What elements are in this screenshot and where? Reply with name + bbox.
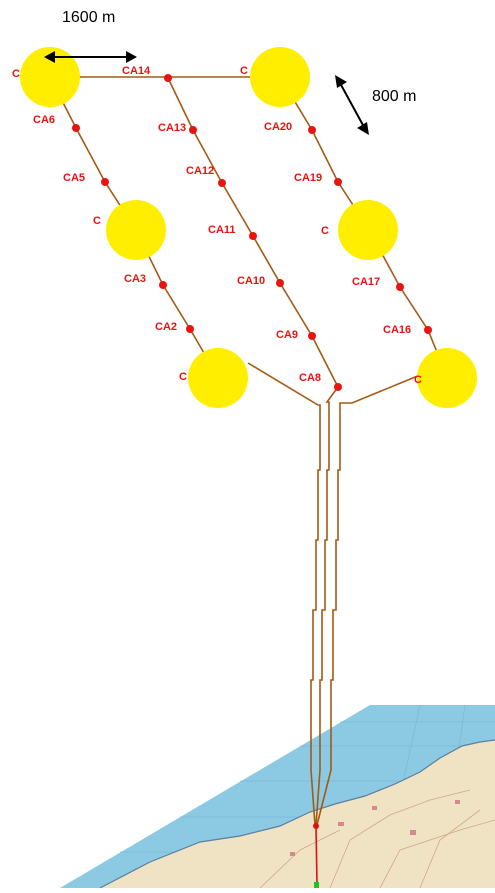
export-cables [247, 362, 421, 826]
basemap [60, 704, 495, 889]
label-ca10: CA10 [237, 275, 266, 287]
station-ca20 [308, 126, 316, 134]
station-ca9 [308, 332, 316, 340]
label-ca6: CA6 [33, 114, 56, 126]
label-partial-se: C [414, 374, 422, 386]
station-ca11 [249, 232, 257, 240]
scale-arrow-diagonal [339, 82, 365, 128]
arrowhead-down-icon [357, 122, 369, 135]
label-ca14: CA14 [122, 65, 151, 77]
station-ca8 [334, 383, 342, 391]
land-features [259, 789, 495, 889]
platform-sw [188, 348, 248, 408]
station-ca2 [186, 325, 194, 333]
station-ca13 [189, 126, 197, 134]
label-partial-nw: C [12, 68, 20, 80]
station-ca6 [72, 124, 80, 132]
label-ca8: CA8 [299, 372, 322, 384]
label-ca12: CA12 [186, 165, 215, 177]
label-partial-east-mid: C [321, 225, 329, 237]
label-partial-ne: C [240, 65, 248, 77]
label-ca3: CA3 [124, 273, 147, 285]
arrowhead-left-icon [44, 51, 55, 63]
landing-cable [315, 825, 318, 886]
label-ca11: CA11 [208, 224, 236, 236]
label-ca9: CA9 [276, 329, 299, 341]
land-area [100, 740, 495, 888]
platform-nw [20, 47, 80, 107]
platform-ne [250, 47, 310, 107]
scale-arrows [44, 51, 369, 135]
station-ca17 [396, 283, 404, 291]
label-ca13: CA13 [158, 122, 187, 134]
station-ca14 [164, 74, 172, 82]
label-partial-west-mid: C [93, 215, 101, 227]
arrowhead-right-icon [126, 51, 137, 63]
export-cable-right [316, 374, 421, 826]
station-ca12 [218, 179, 226, 187]
coastline [99, 739, 495, 889]
station-ca5 [101, 178, 109, 186]
scale-label-diagonal: 800 m [372, 88, 417, 105]
label-ca19: CA19 [294, 172, 323, 184]
label-ca16: CA16 [383, 324, 412, 336]
landfall-marker [314, 882, 319, 888]
platform-east-mid [338, 200, 398, 260]
station-ca3 [159, 281, 167, 289]
label-ca2: CA2 [155, 321, 178, 333]
arrowhead-up-icon [335, 75, 347, 88]
station-ca19 [334, 178, 342, 186]
label-ca5: CA5 [63, 172, 86, 184]
land-towns [290, 800, 460, 856]
platform-west-mid [106, 200, 166, 260]
platforms [20, 47, 477, 408]
station-ca10 [276, 279, 284, 287]
platform-se [417, 348, 477, 408]
scale-label-horizontal: 1600 m [62, 9, 116, 26]
stations [72, 74, 432, 391]
label-ca20: CA20 [264, 121, 293, 133]
label-ca17: CA17 [352, 276, 381, 288]
landing-point [313, 823, 319, 829]
station-ca16 [424, 326, 432, 334]
label-partial-sw: C [179, 371, 187, 383]
export-cable-left [247, 362, 321, 826]
export-cable-middle [315, 386, 339, 826]
